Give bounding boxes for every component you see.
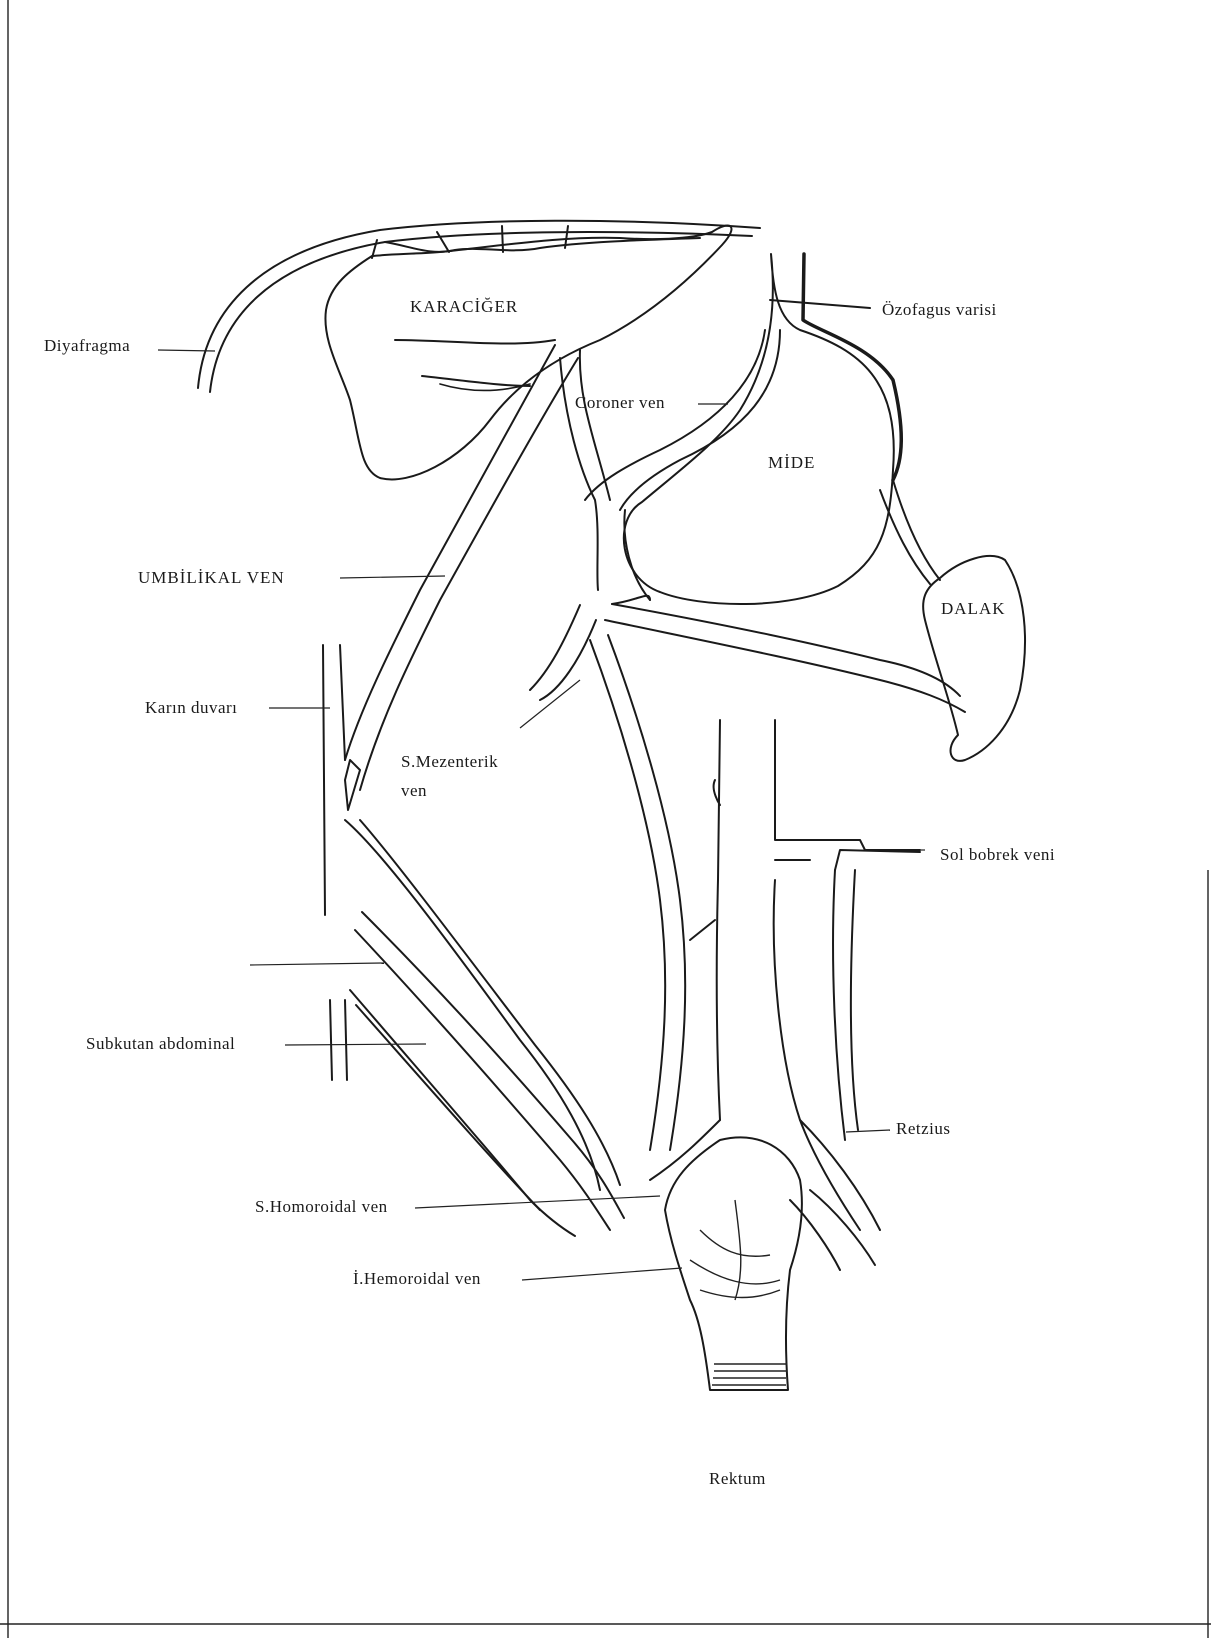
inferior-mesenteric-vein <box>345 820 600 1190</box>
label-retzius: Retzius <box>896 1119 951 1138</box>
left-colic-branch-2 <box>690 920 715 940</box>
short-gastric-wall <box>880 490 930 584</box>
label-diyafragma: Diyafragma <box>44 336 130 355</box>
abdominal-wall <box>323 645 360 1080</box>
label-ozofagus-varisi: Özofagus varisi <box>882 300 997 319</box>
label-sol-bobrek-veni: Sol bobrek veni <box>940 845 1055 864</box>
liver-lobe-line <box>395 340 555 344</box>
label-umbilikal-ven: UMBİLİKAL VEN <box>138 568 285 587</box>
spleen-shape <box>923 556 1025 761</box>
label-karaciger: KARACİĞER <box>410 297 518 316</box>
vena-cava <box>717 720 920 1230</box>
splenic-vein <box>605 620 965 712</box>
umbilical-vein <box>345 345 578 790</box>
label-karin-duvari: Karın duvarı <box>145 698 237 717</box>
label-s-mezenterik: S.Mezenterik <box>401 752 498 771</box>
inferior-mesenteric-wall <box>360 820 620 1185</box>
subcutaneous-abdominal-veins <box>350 912 624 1236</box>
sup-mesenteric-wall <box>530 605 580 690</box>
label-i-hemoroidal-ven: İ.Hemoroidal ven <box>353 1269 481 1288</box>
leader-lines <box>158 350 728 1280</box>
ozofagus-leader <box>770 300 870 308</box>
left-colic-vein <box>590 640 665 1150</box>
splenic-vein-wall <box>612 604 960 696</box>
label-coroner-ven: Coroner ven <box>575 393 665 412</box>
coronary-vein-wall <box>620 330 780 510</box>
label-rektum: Rektum <box>709 1469 766 1488</box>
splenic-junction <box>612 596 650 604</box>
label-s-homoroidal-ven: S.Homoroidal ven <box>255 1197 388 1216</box>
retzius-leader <box>846 1130 890 1132</box>
portal-vein <box>560 350 650 600</box>
rectum-shape <box>665 1137 802 1390</box>
liver-lobe-line-2 <box>422 376 530 386</box>
label-mide: MİDE <box>768 453 815 472</box>
label-dalak: DALAK <box>941 599 1006 618</box>
label-s-mezenterik-ven: ven <box>401 781 427 800</box>
label-subkutan-abdominal: Subkutan abdominal <box>86 1034 235 1053</box>
left-colic-vein-wall <box>608 635 685 1150</box>
